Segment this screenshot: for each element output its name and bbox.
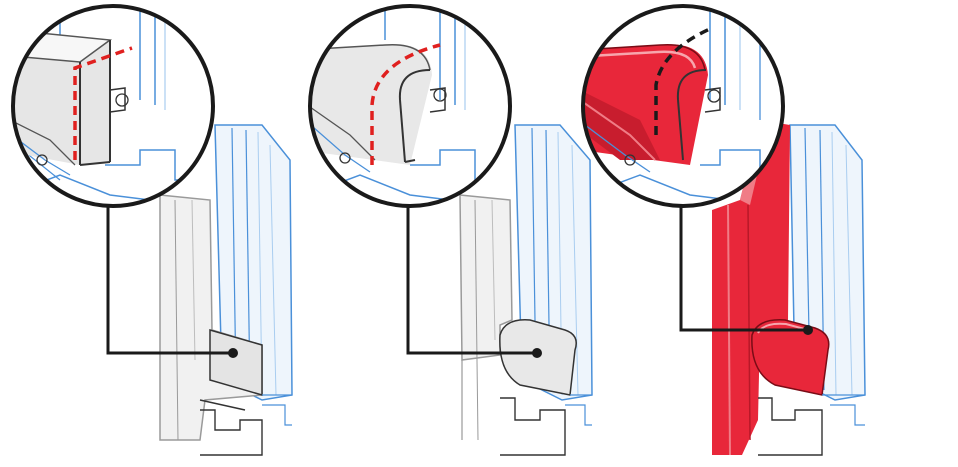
window-frame-sketch bbox=[159, 124, 293, 456]
window-frame-sketch bbox=[459, 124, 593, 456]
dashed-edge-marker bbox=[73, 46, 133, 160]
magnifier-circle bbox=[308, 4, 512, 208]
callout-line bbox=[406, 205, 537, 355]
callout-dot bbox=[803, 325, 813, 335]
magnifier-circle bbox=[11, 4, 215, 208]
panel-square-edge bbox=[11, 4, 293, 456]
callout-line bbox=[106, 205, 233, 355]
panel-rounded-edge bbox=[308, 4, 593, 456]
dashed-edge-marker bbox=[654, 26, 713, 135]
dashed-edge-marker bbox=[370, 43, 441, 165]
callout-dot bbox=[228, 348, 238, 358]
panel-colored-rounded-edge bbox=[581, 4, 866, 456]
callout-dot bbox=[532, 348, 542, 358]
callout-line bbox=[679, 205, 808, 332]
